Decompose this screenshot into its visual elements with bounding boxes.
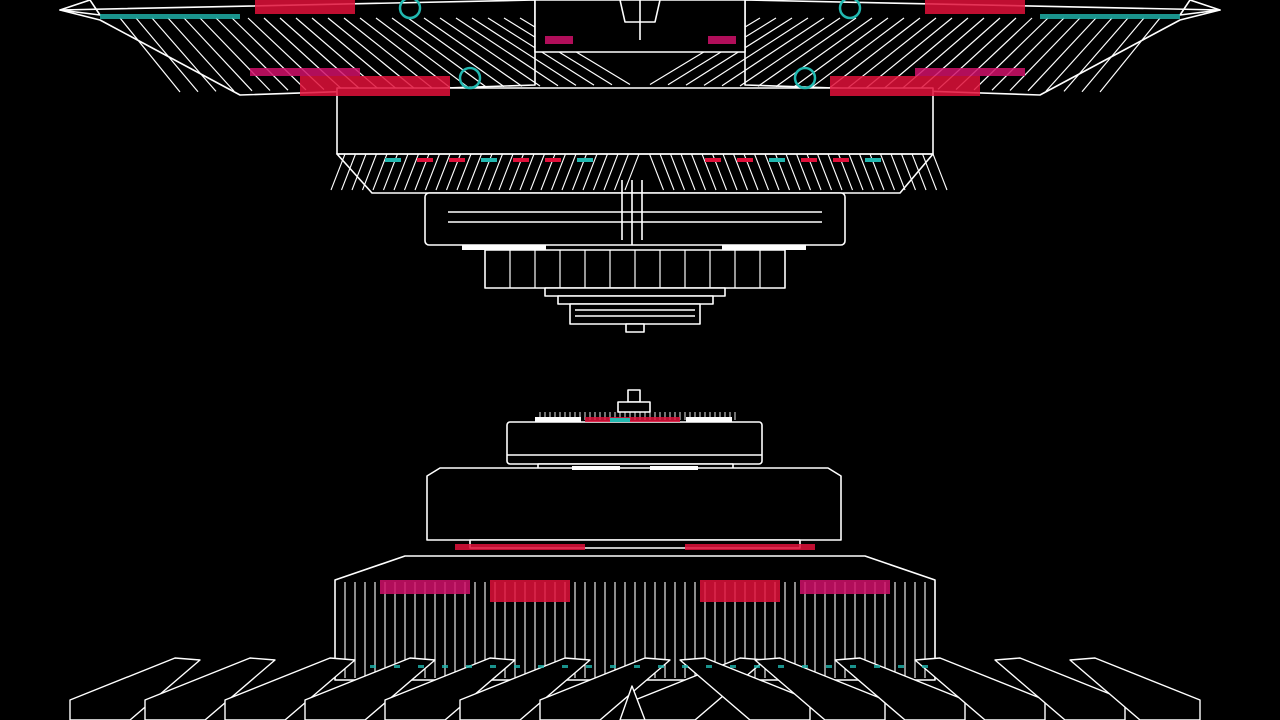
upper-structure (59, 0, 1221, 333)
lower-structure (69, 389, 1201, 720)
glow-bar-lower-left (535, 417, 581, 422)
base-blades (69, 657, 1201, 720)
lower-disc-large (426, 467, 842, 541)
glow-bar-right (722, 245, 806, 250)
upper-housing (336, 87, 934, 155)
lower-glyph-accents (370, 417, 928, 668)
upper-drum (424, 192, 846, 246)
lower-disc-small (506, 421, 763, 465)
glow-bar-left (462, 245, 546, 250)
upper-glyph-accents (100, 0, 1180, 162)
top-left-wing (59, 0, 631, 96)
glow-bar-lower-right (686, 417, 732, 422)
